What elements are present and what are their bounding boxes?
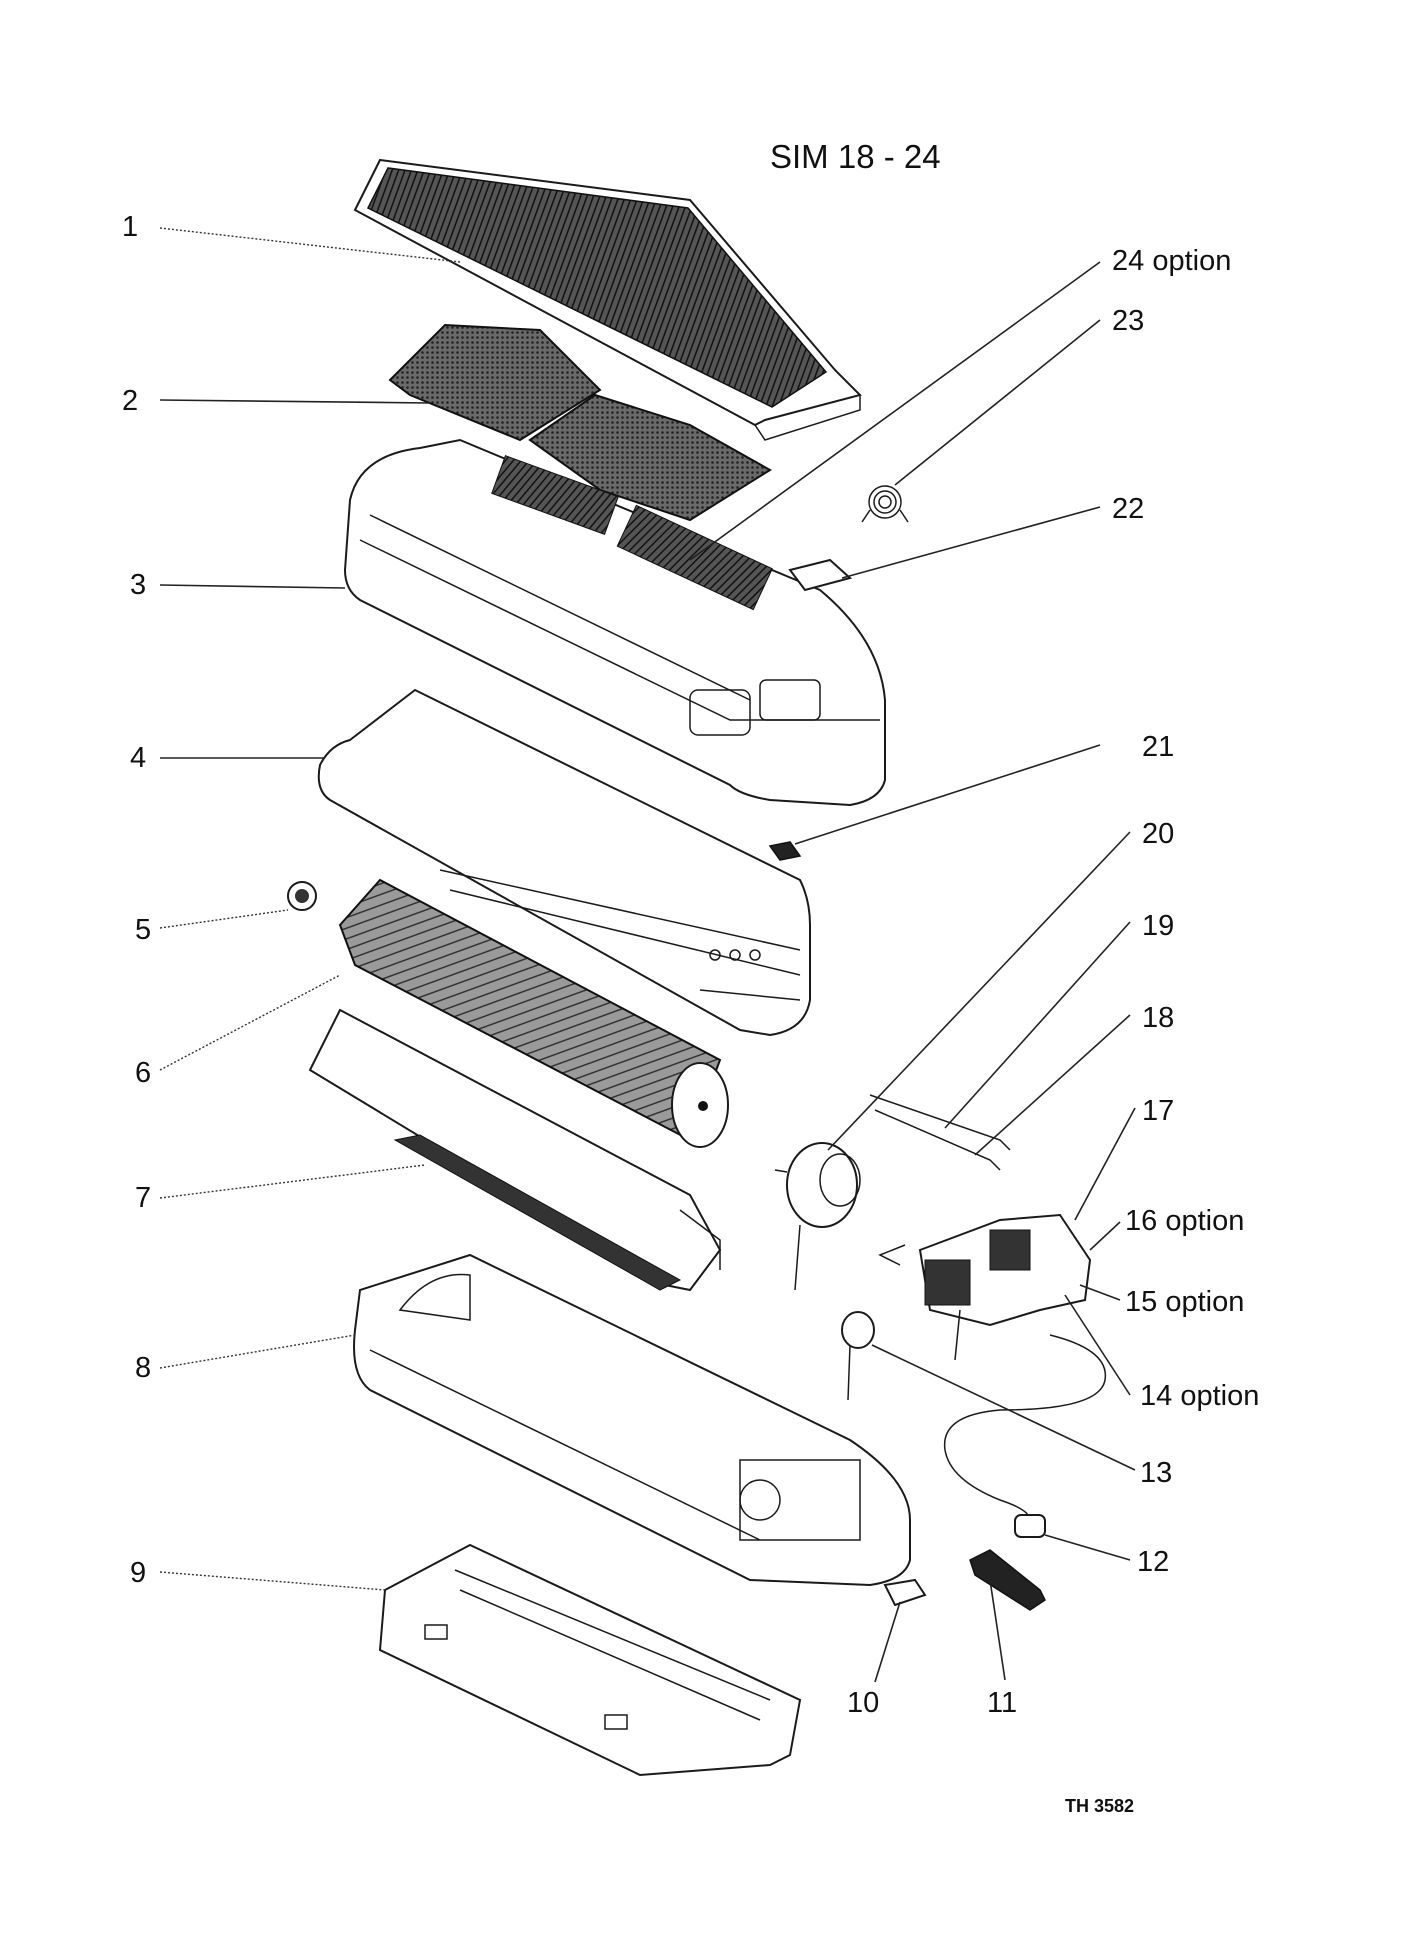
leader-lines xyxy=(159,227,1136,1683)
callout-24-option: 24 option xyxy=(1112,245,1231,277)
callout-16-option: 16 option xyxy=(1125,1205,1244,1237)
callout-20: 20 xyxy=(1142,818,1174,850)
callout-21: 21 xyxy=(1142,731,1174,763)
callout-12: 12 xyxy=(1137,1546,1169,1578)
callout-18: 18 xyxy=(1142,1002,1174,1034)
part-1-top-grille xyxy=(353,158,862,441)
part-2-air-filters xyxy=(388,323,772,522)
part-6-fan-rotor xyxy=(338,878,729,1148)
callout-5: 5 xyxy=(135,914,151,946)
part-14-17-electrical-box xyxy=(878,1213,1092,1361)
callout-22: 22 xyxy=(1112,493,1144,525)
part-12-power-cord xyxy=(943,1334,1107,1538)
part-23-spring xyxy=(861,485,909,523)
diagram-title: SIM 18 - 24 xyxy=(770,138,941,175)
part-21-bracket xyxy=(768,841,802,861)
callout-4: 4 xyxy=(130,742,146,774)
part-8-chassis xyxy=(353,1253,911,1587)
part-7-heat-exchanger xyxy=(308,1008,722,1292)
callout-17: 17 xyxy=(1142,1095,1174,1127)
callout-2: 2 xyxy=(122,385,138,417)
callout-1: 1 xyxy=(122,211,138,243)
callout-10: 10 xyxy=(847,1687,879,1719)
part-4-front-shell xyxy=(317,688,811,1037)
drawing-reference: TH 3582 xyxy=(1065,1796,1134,1816)
part-10-clip xyxy=(883,1578,927,1607)
callout-14-option: 14 option xyxy=(1140,1380,1259,1412)
callout-19: 19 xyxy=(1142,910,1174,942)
callout-9: 9 xyxy=(130,1557,146,1589)
callout-7: 7 xyxy=(135,1182,151,1214)
callout-13: 13 xyxy=(1140,1457,1172,1489)
callout-11: 11 xyxy=(987,1687,1017,1719)
callout-8: 8 xyxy=(135,1352,151,1384)
callout-3: 3 xyxy=(130,569,146,601)
callout-15-option: 15 option xyxy=(1125,1286,1244,1318)
callout-23: 23 xyxy=(1112,305,1144,337)
part-5-bearing xyxy=(287,881,317,911)
callout-6: 6 xyxy=(135,1057,151,1089)
part-13-capacitor xyxy=(841,1311,875,1401)
part-9-mounting-plate xyxy=(378,1543,802,1777)
part-20-fan-motor xyxy=(774,1142,861,1291)
part-11-remote-control xyxy=(969,1549,1046,1611)
part-18-19-cables xyxy=(869,1094,1011,1171)
part-22-cover-plate xyxy=(788,558,853,592)
